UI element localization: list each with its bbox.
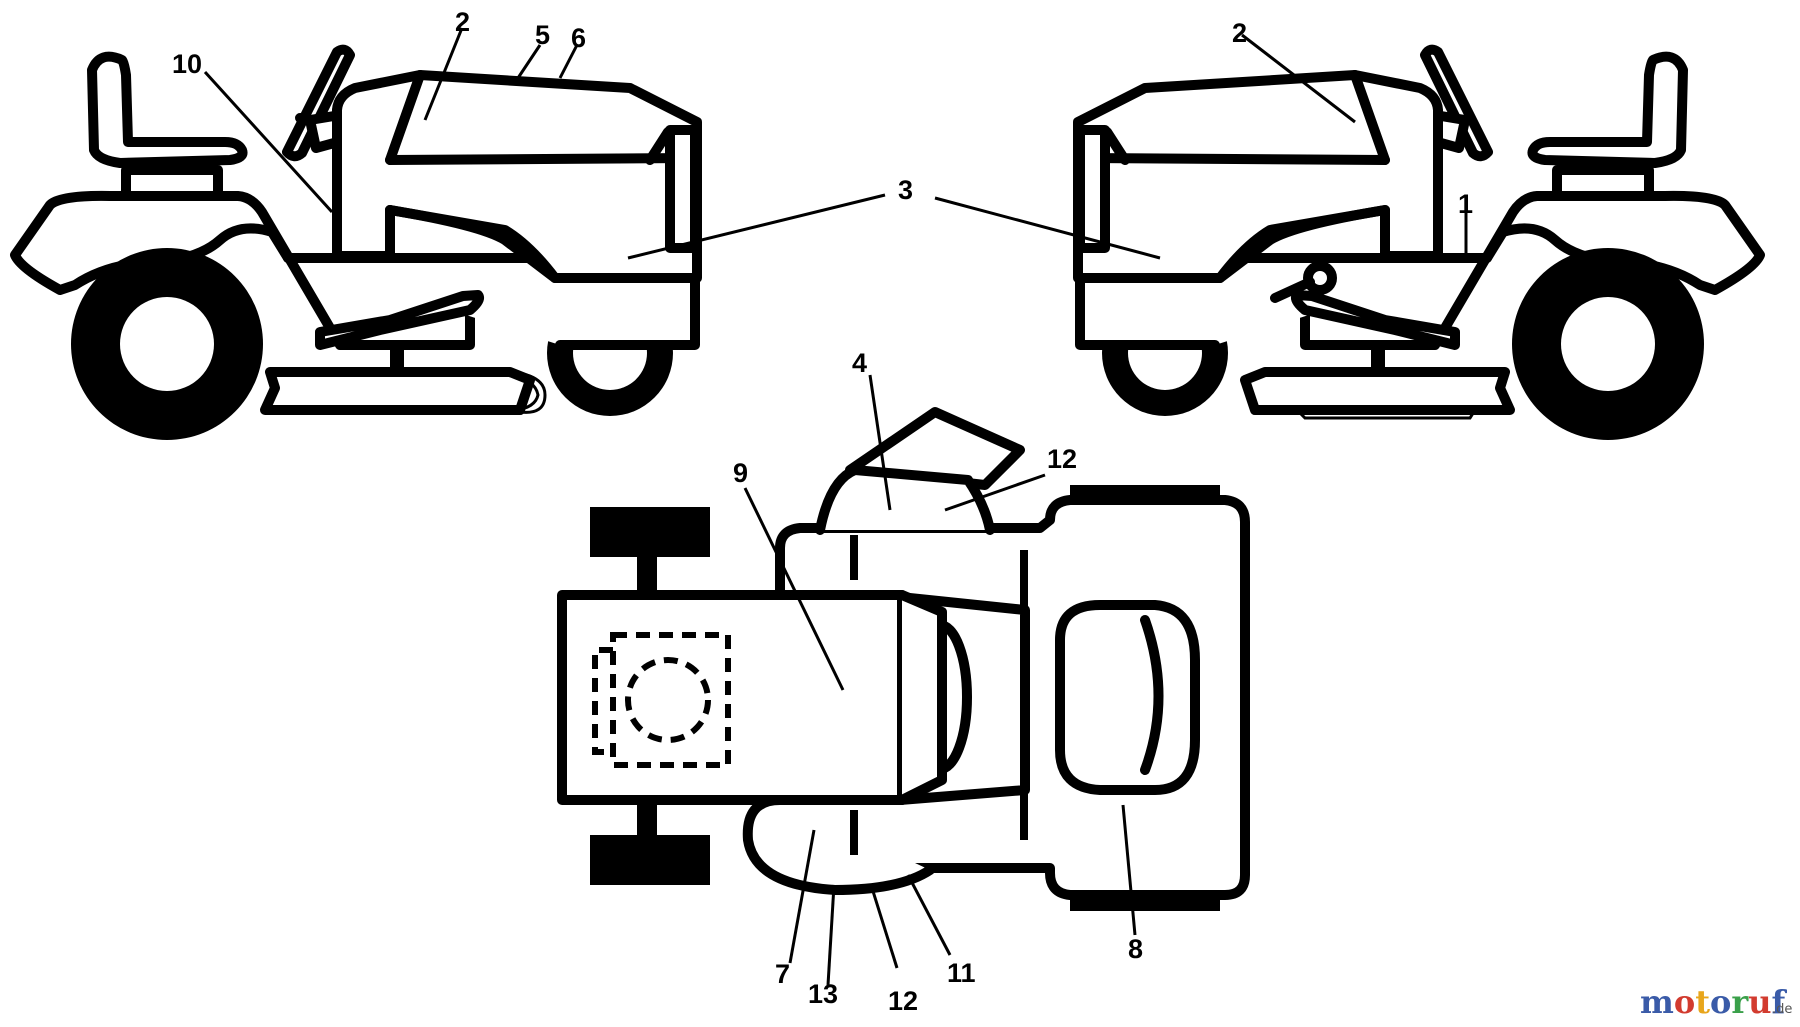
callout-13: 13 (808, 979, 838, 1009)
watermark-letter: r (1731, 983, 1749, 1021)
callout-5: 5 (535, 20, 550, 50)
tractor-top-view (557, 407, 1250, 911)
callout-4: 4 (852, 348, 867, 378)
watermark-letter: m (1640, 983, 1674, 1021)
callout-12: 12 (888, 986, 918, 1016)
callout-6: 6 (571, 23, 586, 53)
watermark-letter: o (1710, 983, 1731, 1021)
watermark-logo: motoruf .de (1640, 983, 1792, 1021)
callout-12: 12 (1047, 444, 1077, 474)
leader-lines (203, 27, 1468, 986)
watermark-letter: t (1695, 983, 1710, 1021)
callout-7: 7 (775, 959, 790, 989)
tractor-left-side-view (10, 44, 702, 440)
callout-labels: 1 2 2 3 4 5 6 7 8 9 10 11 12 12 13 (172, 7, 1473, 1016)
callout-2: 2 (455, 7, 470, 37)
watermark-letter: o (1674, 983, 1695, 1021)
callout-11: 11 (947, 958, 976, 988)
tractor-right-side-view (1073, 44, 1765, 440)
watermark-text: motoruf (1640, 983, 1787, 1021)
watermark-letter: f (1771, 983, 1787, 1021)
callout-1: 1 (1458, 189, 1473, 219)
callout-2: 2 (1232, 18, 1247, 48)
callout-8: 8 (1128, 934, 1143, 964)
callout-9: 9 (733, 458, 748, 488)
watermark-suffix: .de (1772, 1002, 1792, 1017)
watermark-letter: u (1748, 983, 1771, 1021)
callout-10: 10 (172, 49, 202, 79)
callout-3: 3 (898, 175, 913, 205)
